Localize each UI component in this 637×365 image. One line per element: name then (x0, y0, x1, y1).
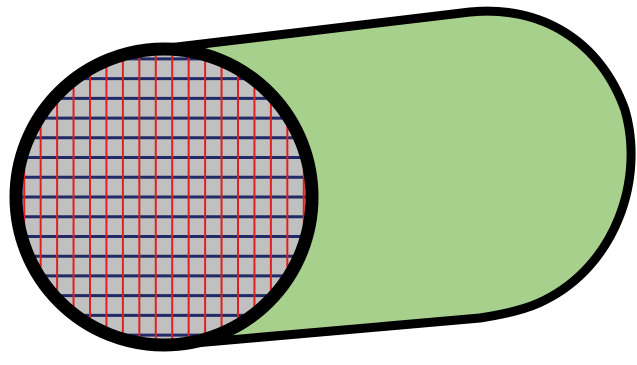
cross-section-face (16, 49, 312, 345)
